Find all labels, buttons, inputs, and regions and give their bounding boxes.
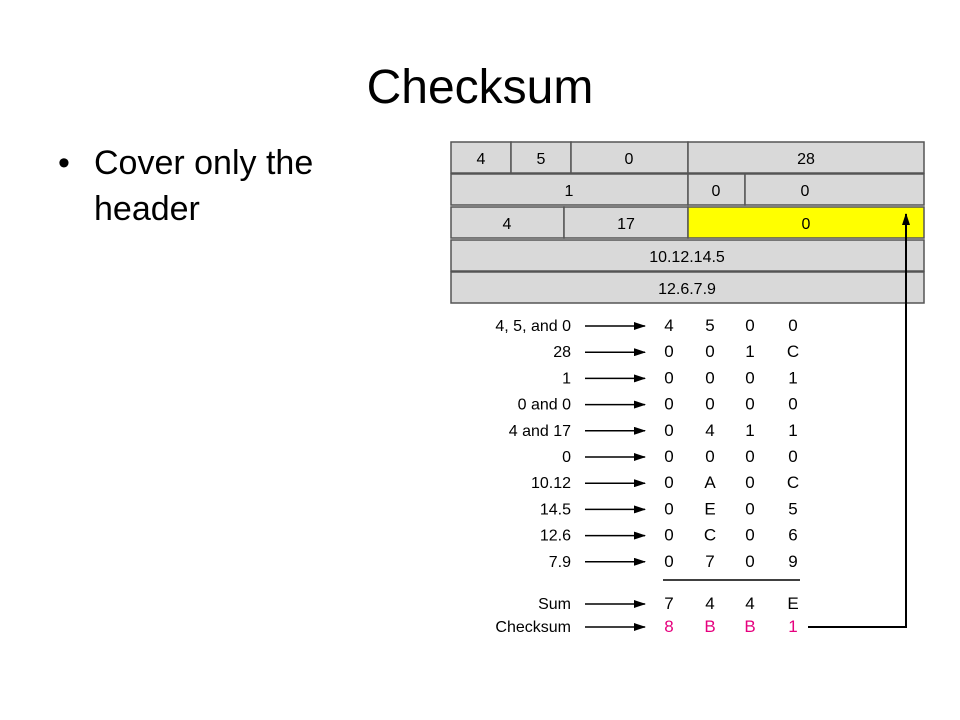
header-text-protocol: 17 <box>617 216 635 233</box>
sum-input-row-digit: 0 <box>745 395 754 414</box>
sum-input-row-digit: 0 <box>705 368 714 387</box>
header-text-flags: 0 <box>712 183 721 200</box>
sum-input-row-label: 10.12 <box>531 475 571 492</box>
result-rows: Sum 7 4 4 E Checksum 8 B B 1 <box>495 594 798 636</box>
sum-input-row-digit: 0 <box>745 552 754 571</box>
header-text-checksum: 0 <box>802 216 811 233</box>
header-cell-hlen <box>510 141 572 174</box>
sum-input-row-digit: 0 <box>745 499 754 518</box>
sum-input-row-digit: 1 <box>745 342 754 361</box>
checksum-row-label: Checksum <box>495 619 571 636</box>
sum-input-row-digit: C <box>787 473 799 492</box>
checksum-row-digit: B <box>704 617 715 636</box>
sum-input-row-label: 14.5 <box>540 501 571 518</box>
sum-input-row-digit: 0 <box>664 447 673 466</box>
sum-input-row-digit: 0 <box>705 395 714 414</box>
checksum-row-digit: B <box>744 617 755 636</box>
sum-input-row-digit: 0 <box>664 342 673 361</box>
header-text-total-length: 28 <box>797 151 815 168</box>
sum-input-row-digit: A <box>704 473 716 492</box>
sum-total-row-digit: E <box>787 594 798 613</box>
sum-input-row-digit: 0 <box>745 368 754 387</box>
sum-input-row-digit: 4 <box>705 421 714 440</box>
sum-input-row-digit: 0 <box>788 447 797 466</box>
header-text-fragment-offset: 0 <box>801 183 810 200</box>
sum-input-row-label: 0 and 0 <box>518 397 571 414</box>
sum-input-row-digit: 0 <box>745 316 754 335</box>
ip-header-table <box>450 141 925 304</box>
sum-input-row-label: 28 <box>553 344 571 361</box>
header-cell-protocol <box>563 206 689 239</box>
header-cell-destination-address <box>450 271 925 304</box>
header-text-identification: 1 <box>565 183 574 200</box>
sum-input-row-digit: 0 <box>745 473 754 492</box>
header-text-service: 0 <box>625 151 634 168</box>
sum-input-row-label: 12.6 <box>540 528 571 545</box>
bullet-dot-icon: • <box>58 144 70 182</box>
header-cell-fragment-offset <box>744 173 925 206</box>
sum-input-row-digit: 1 <box>788 421 797 440</box>
sum-input-row-digit: 0 <box>788 316 797 335</box>
sum-input-row-digit: C <box>704 526 716 545</box>
sum-total-row-digit: 4 <box>745 594 754 613</box>
sum-input-row-digit: 0 <box>664 368 673 387</box>
sum-input-row-digit: 6 <box>788 526 797 545</box>
sum-input-row-digit: 1 <box>788 368 797 387</box>
sum-input-row-digit: 0 <box>664 421 673 440</box>
header-text-version: 4 <box>477 151 486 168</box>
sum-input-row-digit: 0 <box>745 526 754 545</box>
sum-total-row-digit: 4 <box>705 594 714 613</box>
sum-input-row-digit: C <box>787 342 799 361</box>
sum-input-row-digit: 5 <box>788 499 797 518</box>
sum-input-row-digit: 9 <box>788 552 797 571</box>
sum-input-row-label: 4 and 17 <box>509 423 571 440</box>
sum-input-row-digit: 0 <box>705 447 714 466</box>
bullet-text: Cover only the header <box>94 144 314 228</box>
header-cell-checksum <box>687 206 925 239</box>
sum-input-row-digit: 0 <box>705 342 714 361</box>
sum-input-row-digit: 0 <box>664 552 673 571</box>
header-cell-flags <box>687 173 746 206</box>
checksum-row-digit: 8 <box>664 617 673 636</box>
header-cell-source-address <box>450 239 925 272</box>
sum-input-row-digit: 0 <box>664 473 673 492</box>
sum-input-row-digit: 1 <box>745 421 754 440</box>
sum-input-row-label: 1 <box>562 370 571 387</box>
checksum-row-digit: 1 <box>788 617 797 636</box>
sum-input-row-digit: 4 <box>664 316 673 335</box>
slide-title: Checksum <box>366 61 594 114</box>
header-text-source-address: 10.12.14.5 <box>649 249 725 266</box>
sum-input-row-digit: E <box>704 499 715 518</box>
checksum-return-arrow <box>808 213 910 628</box>
sum-input-row-digit: 5 <box>705 316 714 335</box>
sum-input-row-digit: 7 <box>705 552 714 571</box>
sum-input-row-digit: 0 <box>664 395 673 414</box>
sum-input-row-digit: 0 <box>664 499 673 518</box>
sum-input-row-digit: 0 <box>745 447 754 466</box>
header-text-ttl: 4 <box>503 216 512 233</box>
sum-total-row-label: Sum <box>538 596 571 613</box>
sum-input-row-label: 4, 5, and 0 <box>495 318 571 335</box>
sum-input-row-label: 0 <box>562 449 571 466</box>
header-text-hlen: 5 <box>537 151 546 168</box>
sum-input-row-label: 7.9 <box>549 554 571 571</box>
sum-input-row-digit: 0 <box>664 526 673 545</box>
header-text-destination-address: 12.6.7.9 <box>658 281 716 298</box>
sum-input-row-digit: 0 <box>788 395 797 414</box>
sum-total-row-digit: 7 <box>664 594 673 613</box>
header-cell-total-length <box>687 141 925 174</box>
